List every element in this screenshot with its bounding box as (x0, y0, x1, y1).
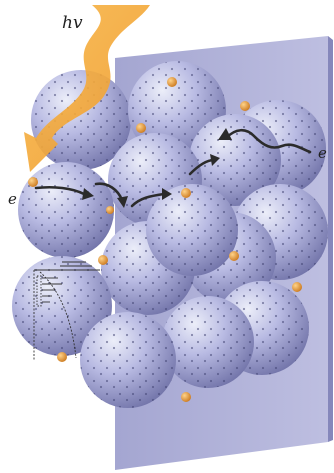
nanosphere (162, 296, 254, 388)
electron-path-arrowheads (82, 128, 232, 208)
nanosphere-cluster (12, 61, 328, 408)
dye-particle (181, 392, 191, 402)
dye-particle (292, 282, 302, 292)
dye-particles (28, 77, 302, 402)
electron-path-arrow (117, 196, 128, 208)
electron-path-arrow (162, 188, 172, 200)
electron-path-arrow (218, 128, 232, 140)
dye-particle (136, 123, 146, 133)
dye-particle (181, 188, 191, 198)
dye-particle (167, 77, 177, 87)
light-label: hv (62, 13, 83, 33)
dye-particle (229, 251, 239, 261)
dye-particle (28, 177, 38, 187)
electron-label-left: e (8, 190, 17, 208)
electron-path-arrow (82, 188, 94, 200)
photon-arrow (24, 5, 150, 172)
dye-particle (98, 255, 108, 265)
electron-path-arrow (210, 154, 220, 166)
dye-particle (57, 352, 67, 362)
electrode-plate-edge (328, 36, 333, 442)
nanosphere (189, 114, 281, 206)
dye-particle (240, 101, 250, 111)
electron-label-right: e (318, 144, 327, 162)
nanosphere (146, 184, 238, 276)
nanosphere (80, 312, 176, 408)
dye-particle (106, 206, 114, 214)
nanosphere (18, 162, 114, 258)
electron-path (34, 128, 312, 208)
band-diagram-sketch (33, 261, 100, 360)
